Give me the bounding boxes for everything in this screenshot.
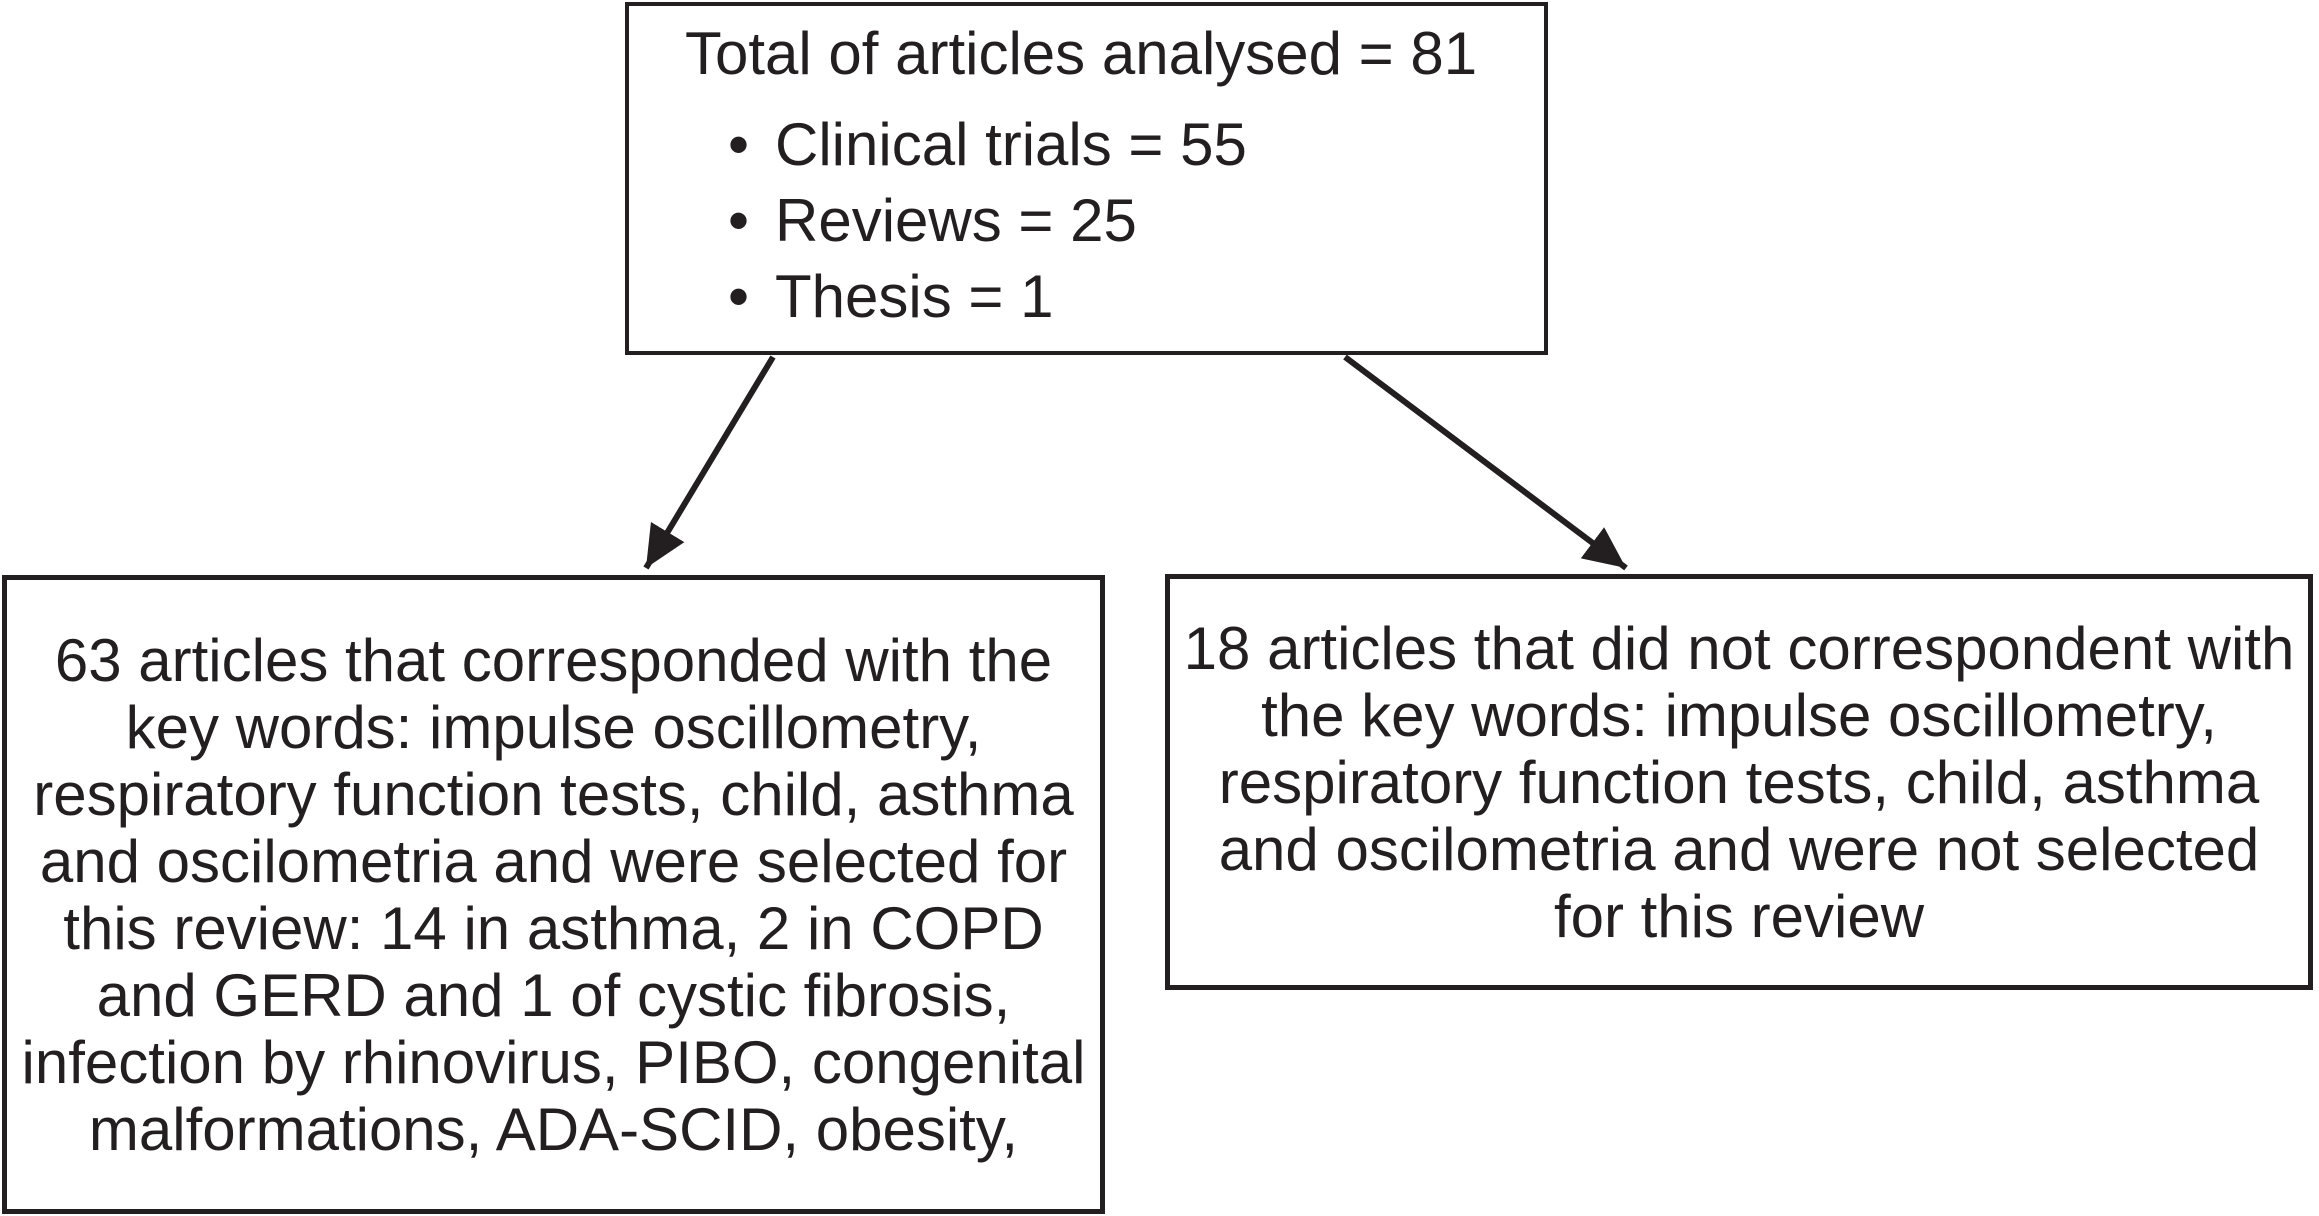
bullet-icon: • [728, 111, 750, 178]
not-selected-articles-box: 18 articles that did not correspondent w… [1165, 574, 2313, 990]
reviews-count: Reviews = 25 [775, 187, 1137, 254]
article-type-list: • Clinical trials = 55 • Reviews = 25 • … [685, 111, 1524, 330]
bullet-icon: • [728, 187, 750, 254]
bullet-icon: • [728, 263, 750, 330]
selected-articles-box: 63 articles that corresponded with the k… [2, 575, 1105, 1214]
total-articles-box: Total of articles analysed = 81 • Clinic… [625, 2, 1548, 355]
not-selected-articles-text: 18 articles that did not correspondent w… [1183, 614, 2295, 950]
thesis-count: Thesis = 1 [775, 263, 1054, 330]
list-item: • Thesis = 1 [728, 263, 1524, 330]
total-articles-title: Total of articles analysed = 81 [685, 20, 1478, 87]
clinical-trials-count: Clinical trials = 55 [775, 111, 1247, 178]
selected-articles-text: 63 articles that corresponded with the k… [21, 626, 1086, 1163]
list-item: • Clinical trials = 55 [728, 111, 1524, 178]
arrow-to-not-selected-box [1343, 354, 1628, 571]
list-item: • Reviews = 25 [728, 187, 1524, 254]
arrow-to-selected-box [643, 355, 776, 570]
